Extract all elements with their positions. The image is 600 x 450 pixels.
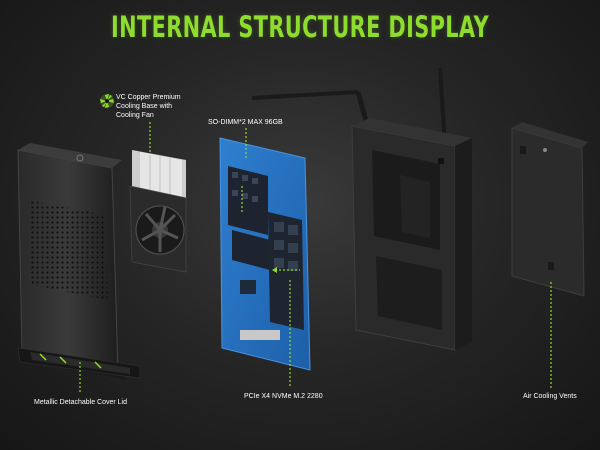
metallic-cover-lid — [17, 143, 141, 380]
ram-modules — [228, 166, 270, 270]
pcie-label: PCIe X4 NVMe M.2 2280 — [244, 393, 323, 400]
cover-label: Metallic Detachable Cover Lid — [34, 399, 127, 406]
back-panel — [511, 122, 588, 297]
motherboard — [219, 137, 311, 371]
m2-ssd — [268, 212, 304, 330]
vents-label: Air Cooling Vents — [523, 393, 577, 400]
page-title: INTERNAL STRUCTURE DISPLAY — [111, 10, 489, 44]
chassis-frame — [251, 67, 472, 351]
callout-lines — [79, 122, 552, 394]
sodimm-label: SO-DIMM*2 MAX 96GB — [208, 119, 283, 126]
cooling-label: VC Copper Premium Cooling Base with Cool… — [116, 94, 181, 119]
cooling-fan-assembly — [129, 150, 187, 273]
fan-icon — [100, 94, 114, 108]
